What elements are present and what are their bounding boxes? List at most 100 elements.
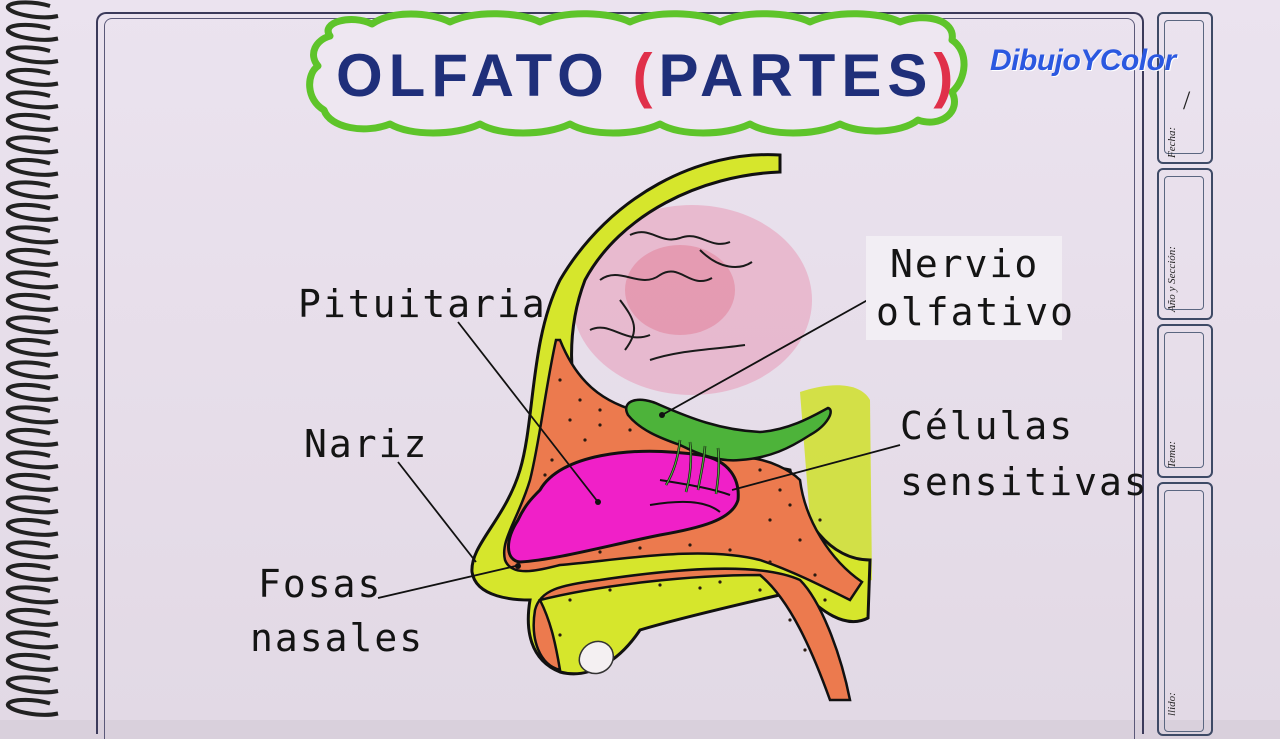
stipple-dot — [550, 458, 554, 462]
spiral-ring — [6, 675, 59, 695]
spiral-ring — [6, 202, 59, 222]
brain-folds — [589, 231, 753, 361]
spiral-ring — [6, 67, 59, 87]
stipple-dot — [718, 580, 722, 584]
stipple-dot — [788, 618, 792, 622]
spiral-ring — [6, 427, 59, 447]
pointer-dot-fosas — [515, 563, 521, 569]
stipple-dot — [823, 598, 827, 602]
stipple-dot — [628, 428, 632, 432]
spiral-ring — [6, 157, 59, 177]
spiral-ring — [6, 630, 59, 650]
stipple-dot — [658, 583, 662, 587]
stipple-dot — [543, 473, 547, 477]
label-pituitaria: Pituitaria — [298, 282, 547, 326]
anio-seccion-box — [1157, 168, 1213, 320]
brain-area — [572, 205, 812, 395]
stipple-dot — [558, 633, 562, 637]
spiral-ring — [6, 585, 59, 605]
fecha-box — [1157, 12, 1213, 164]
stipple-dot — [583, 438, 587, 442]
spiral-ring — [6, 652, 59, 672]
spiral-ring — [6, 562, 59, 582]
pointer-celulas — [731, 444, 901, 491]
title-close-paren: ) — [933, 42, 960, 109]
stipple-dot — [568, 598, 572, 602]
spiral-ring — [6, 450, 59, 470]
stipple-dot — [598, 423, 602, 427]
label-nervio-line2: olfativo — [876, 290, 1076, 334]
stipple-dot — [638, 546, 642, 550]
pointer-lines — [377, 291, 901, 599]
pointer-pituitaria — [457, 321, 599, 503]
page-title: OLFATO (PARTES) — [336, 36, 953, 116]
tema-box — [1157, 324, 1213, 478]
stipple-dot — [698, 586, 702, 590]
tissue-stipple — [533, 378, 827, 652]
stipple-dot — [598, 550, 602, 554]
pointer-nervio — [661, 291, 883, 416]
title-open-paren: ( — [632, 42, 659, 109]
spiral-ring — [6, 360, 59, 380]
page-border — [96, 12, 1144, 734]
stipple-dot — [798, 538, 802, 542]
label-nariz: Nariz — [304, 422, 429, 466]
label-fosas-line1: Fosas — [258, 562, 383, 606]
spiral-ring — [6, 292, 59, 312]
stipple-dot — [768, 518, 772, 522]
label-celulas-line1: Células — [900, 404, 1075, 448]
spiral-ring — [6, 135, 59, 155]
title-cloud — [306, 10, 968, 137]
stipple-dot — [758, 468, 762, 472]
spiral-ring — [6, 225, 59, 245]
spiral-ring — [6, 337, 59, 357]
spiral-ring — [6, 472, 59, 492]
stipple-dot — [803, 648, 807, 652]
pointer-dot-nervio — [659, 412, 665, 418]
title-sub: PARTES — [658, 42, 934, 109]
stipple-dot — [728, 548, 732, 552]
sensory-cells-fill — [665, 439, 720, 495]
tema-box-inner — [1164, 332, 1204, 468]
stipple-dot — [778, 488, 782, 492]
stipple-dot — [558, 378, 562, 382]
spiral-ring — [6, 517, 59, 537]
spiral-ring — [6, 315, 59, 335]
nasal-cavity-fold — [649, 500, 721, 513]
brand-watermark: DibujoYColor — [990, 44, 1176, 77]
stipple-dot — [818, 518, 822, 522]
stipple-dot — [788, 503, 792, 507]
spiral-ring — [6, 495, 59, 515]
nervio-label-card — [866, 236, 1062, 340]
spiral-ring — [6, 247, 59, 267]
spiral-ring — [6, 45, 59, 65]
spiral-binding — [6, 0, 59, 717]
stipple-dot — [813, 573, 817, 577]
lower-orange — [532, 567, 852, 702]
spiral-ring — [6, 180, 59, 200]
spiral-ring — [6, 270, 59, 290]
spiral-ring — [6, 0, 59, 20]
stipple-dot — [598, 408, 602, 412]
spiral-ring — [6, 90, 59, 110]
spiral-ring — [6, 405, 59, 425]
spiral-ring — [6, 607, 59, 627]
stipple-dot — [768, 560, 772, 564]
pointer-fosas — [377, 564, 521, 599]
spiral-ring — [6, 382, 59, 402]
brain-highlight — [625, 245, 735, 335]
label-fosas-line2: nasales — [250, 616, 425, 660]
olfato-diagram — [377, 153, 901, 702]
stipple-dot — [568, 418, 572, 422]
pointer-dot-pituitaria — [595, 499, 601, 505]
title-main: OLFATO — [336, 42, 610, 109]
anio-seccion-box-inner — [1164, 176, 1204, 310]
label-nervio-line1: Nervio — [890, 242, 1040, 286]
fecha-box-inner — [1164, 20, 1204, 154]
stipple-dot — [758, 588, 762, 592]
spiral-ring — [6, 697, 59, 717]
spiral-ring — [6, 22, 59, 42]
stipple-dot — [608, 588, 612, 592]
nasal-cavity — [507, 449, 740, 564]
spiral-ring — [6, 112, 59, 132]
